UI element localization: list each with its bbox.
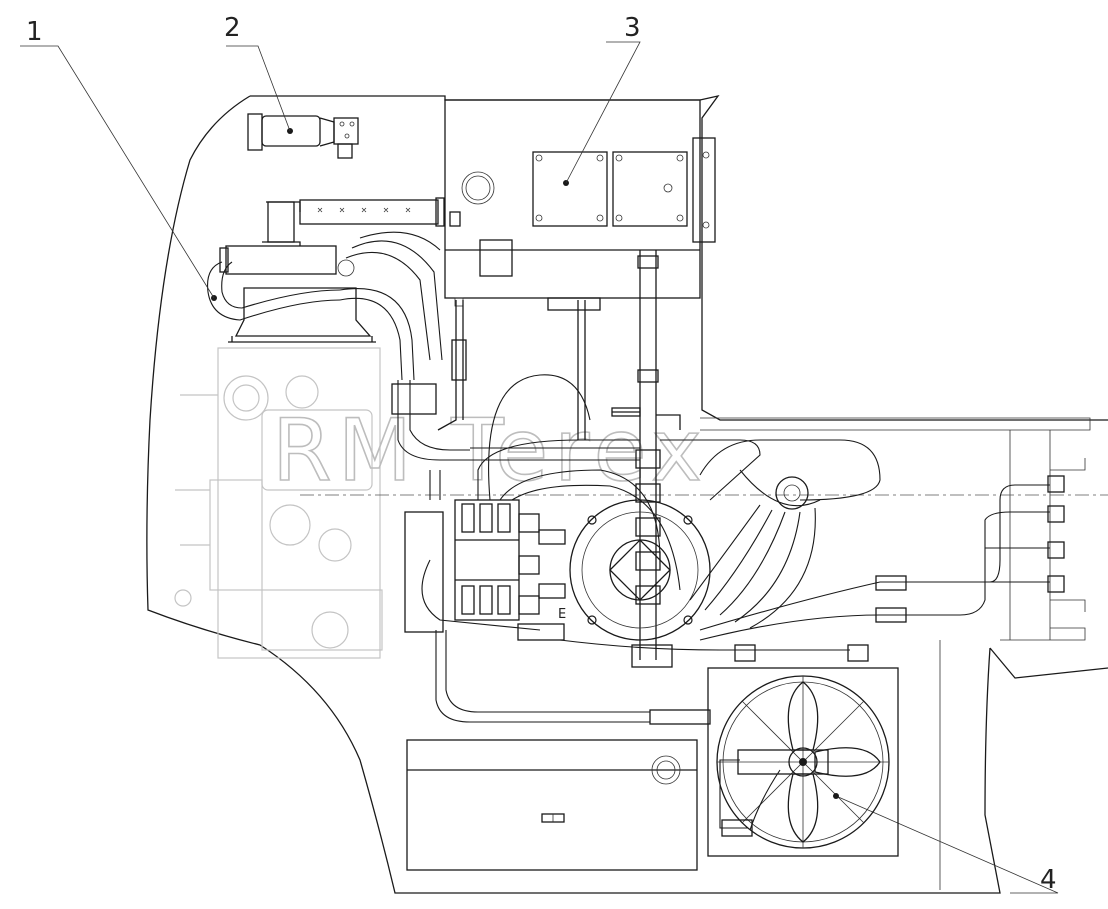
oil-cooler-4 — [707, 667, 899, 857]
callout-4: 4 — [1040, 865, 1057, 895]
watermark-text: RM Terex — [272, 401, 708, 501]
pump-assembly — [569, 499, 711, 641]
engine-ghost — [174, 347, 383, 659]
control-valve-block — [404, 499, 711, 725]
callout-2: 2 — [224, 13, 241, 43]
callout-leaders — [20, 41, 1059, 894]
tank-pipes — [437, 250, 681, 668]
hose-bundle — [391, 374, 761, 591]
filter-housing-1 — [207, 197, 461, 381]
rotary-joint — [689, 439, 881, 629]
callout-1: 1 — [26, 17, 43, 47]
machine-frame-outline — [146, 94, 1108, 894]
hydraulic-tank-3 — [444, 99, 716, 311]
battery-box — [406, 739, 698, 871]
callout-3: 3 — [624, 13, 641, 43]
outlet-pipes — [559, 475, 1065, 662]
marker-e-label: E — [558, 607, 566, 622]
filter-2 — [247, 113, 359, 159]
